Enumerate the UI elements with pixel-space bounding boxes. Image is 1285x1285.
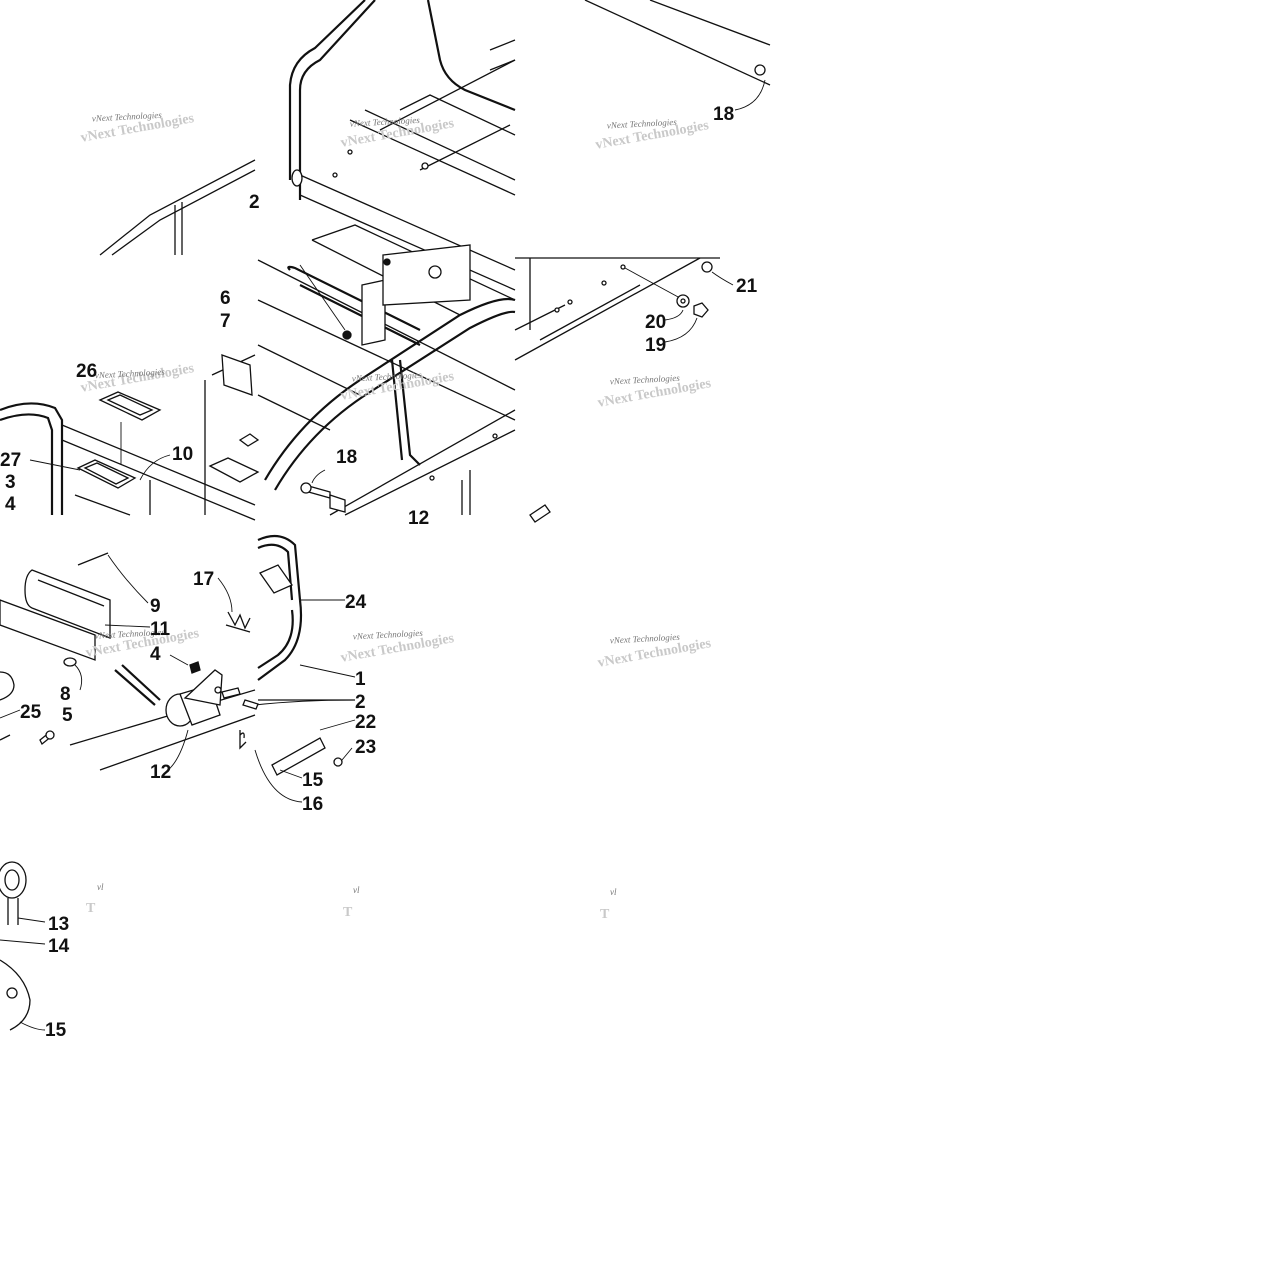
bed-frame-assembly xyxy=(257,224,516,516)
watermark-fragment-ghost: T xyxy=(86,901,96,916)
callout-17: 17 xyxy=(193,569,214,590)
callout-26: 26 xyxy=(76,361,97,382)
watermark: vNext Technologies xyxy=(95,627,166,641)
watermark: vNext Technologies xyxy=(95,367,166,381)
tail-light-hitch-assembly xyxy=(0,552,256,771)
callout-10: 10 xyxy=(172,444,193,465)
callout-4: 4 xyxy=(150,644,161,665)
watermark: vNext Technologies xyxy=(92,110,163,124)
callout-15: 15 xyxy=(45,1020,67,1041)
callout-13: 13 xyxy=(48,914,69,935)
tile-top-left xyxy=(99,159,256,256)
callout-5: 5 xyxy=(62,705,73,726)
watermark: vNext Technologies xyxy=(352,370,423,384)
callout-1: 1 xyxy=(355,669,366,690)
callout-14: 14 xyxy=(48,936,70,957)
callout-19: 19 xyxy=(645,335,666,356)
callout-9: 9 xyxy=(150,596,161,617)
callout-12: 12 xyxy=(150,762,171,783)
watermark-fragment: vl xyxy=(97,882,104,892)
rack-top-assembly xyxy=(288,0,516,291)
bed-side-panel xyxy=(514,257,734,523)
bed-edge-top xyxy=(584,0,771,111)
callout-18: 18 xyxy=(336,447,357,468)
watermark-fragment-ghost: T xyxy=(600,907,610,922)
callout-25: 25 xyxy=(20,702,42,723)
watermark: vNext Technologies xyxy=(607,117,678,131)
callout-11: 11 xyxy=(150,619,171,640)
callout-6: 6 xyxy=(220,288,231,309)
tow-ring-assembly xyxy=(0,861,46,1031)
watermark: vNext Technologies xyxy=(350,115,421,129)
callout-15: 15 xyxy=(302,770,324,791)
callout-2: 2 xyxy=(249,192,260,213)
callout-24: 24 xyxy=(345,592,367,613)
callout-7: 7 xyxy=(220,311,231,332)
callout-23: 23 xyxy=(355,737,376,758)
callout-2: 2 xyxy=(355,692,366,713)
watermark-fragment-ghost: T xyxy=(343,905,353,920)
rack-front-assembly xyxy=(0,354,260,521)
callout-3: 3 xyxy=(5,472,16,493)
callout-8: 8 xyxy=(60,684,71,705)
watermark-fragment: vl xyxy=(353,885,360,895)
hitch-bracket-assembly xyxy=(239,534,356,803)
callout-27: 27 xyxy=(0,450,21,471)
callout-12: 12 xyxy=(408,508,429,529)
callout-21: 21 xyxy=(736,276,758,297)
watermark: vNext Technologies xyxy=(610,373,681,387)
watermark: vNext Technologies xyxy=(610,632,681,646)
callout-labels: 2 18 6 7 21 20 19 26 27 3 4 10 18 12 17 … xyxy=(0,104,758,1041)
callout-4: 4 xyxy=(5,494,16,515)
callout-20: 20 xyxy=(645,312,666,333)
callout-16: 16 xyxy=(302,794,323,815)
callout-21: 18 xyxy=(713,104,734,125)
watermark-fragment: vl xyxy=(610,887,617,897)
callout-22: 22 xyxy=(355,712,376,733)
watermark: vNext Technologies xyxy=(353,628,424,642)
